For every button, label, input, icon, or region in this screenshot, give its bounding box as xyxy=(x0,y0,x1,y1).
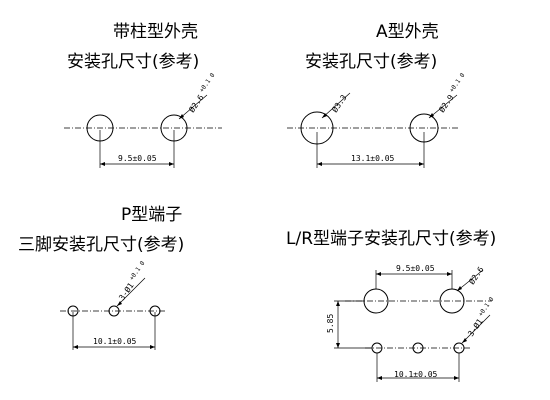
p-terminal-hole-tolerance: +0.1 0 xyxy=(128,260,146,282)
arrow-top-left xyxy=(376,272,381,276)
p-terminal-spacing-label: 10.1±0.05 xyxy=(93,337,137,346)
leader-line xyxy=(116,277,146,307)
a-housing-drawing xyxy=(287,92,460,168)
a-housing-left-hole-label: Ø3.3 xyxy=(329,92,348,114)
lr-bottom-spacing-label: 10.1±0.05 xyxy=(394,370,438,379)
arrow-left xyxy=(317,162,322,166)
leader-arrow xyxy=(179,114,184,119)
lr-top-spacing-label: 9.5±0.05 xyxy=(396,264,435,273)
small-hole-2 xyxy=(412,342,424,354)
pillar-housing-title: 带柱型外壳 xyxy=(113,22,198,42)
p-terminal-subtitle: 三脚安装孔尺寸(参考) xyxy=(18,235,185,255)
arrow-right xyxy=(419,162,424,166)
arrow-vertical-top xyxy=(336,301,340,306)
p-terminal-title: P型端子 xyxy=(121,205,183,225)
leader-arrow-left xyxy=(322,113,327,118)
lr-small-hole-label: 3-Ø1 xyxy=(465,316,484,338)
arrow-right xyxy=(169,162,174,166)
leader-line-right xyxy=(428,94,458,119)
hole-2 xyxy=(108,305,120,317)
arrow-left xyxy=(100,162,105,166)
p-terminal-hole-label: 3-Ø1 xyxy=(116,280,135,302)
lr-terminal-title: L/R型端子安装孔尺寸(参考) xyxy=(286,229,497,249)
leader-line-left xyxy=(321,92,351,119)
pillar-spacing-label: 9.5±0.05 xyxy=(118,154,157,163)
arrow-bottom-left xyxy=(377,376,382,380)
arrow-vertical-bottom xyxy=(336,343,340,348)
leader-arrow-right xyxy=(429,113,434,118)
a-housing-right-hole-tolerance: +0.1 0 xyxy=(448,72,466,94)
pillar-housing-drawing xyxy=(64,94,222,168)
pillar-housing-subtitle: 安装孔尺寸(参考) xyxy=(67,52,200,72)
lr-terminal-drawing xyxy=(334,269,492,382)
leader-small-hole xyxy=(461,314,491,344)
a-housing-spacing-label: 13.1±0.05 xyxy=(351,154,395,163)
leader-arrow-small-hole xyxy=(462,338,467,343)
p-terminal-drawing xyxy=(60,277,167,350)
pillar-hole-tolerance: +0.1 0 xyxy=(198,72,216,94)
a-housing-right-hole-label: Ø2.9 xyxy=(436,92,455,114)
lr-vertical-label: 5.85 xyxy=(326,314,335,333)
leader-arrow xyxy=(117,301,122,306)
leader-arrow-large-hole xyxy=(457,286,462,291)
leader-line xyxy=(178,94,208,120)
arrow-top-right xyxy=(447,272,452,276)
a-housing-title: A型外壳 xyxy=(376,22,439,42)
lr-large-hole-label: Ø2.6 xyxy=(466,264,485,286)
pillar-hole-dia-label: Ø2.6 xyxy=(186,92,205,114)
leader-large-hole xyxy=(456,269,484,292)
arrow-right xyxy=(150,345,155,349)
a-housing-subtitle: 安装孔尺寸(参考) xyxy=(305,52,438,72)
arrow-left xyxy=(73,345,78,349)
lr-small-hole-tolerance: +0.1 0 xyxy=(477,296,495,318)
arrow-bottom-right xyxy=(454,376,459,380)
